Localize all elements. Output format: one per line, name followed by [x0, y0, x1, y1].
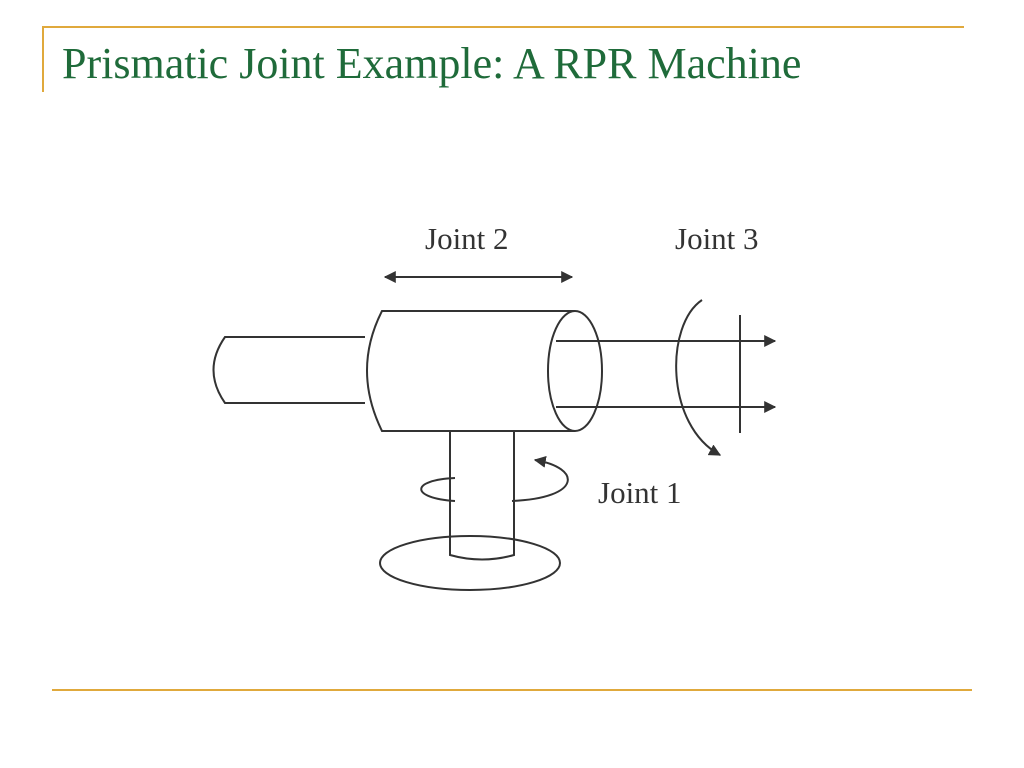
- base-disk: [379, 535, 561, 591]
- cylinder-front-face: [547, 310, 603, 432]
- title-accent-top-line: [42, 26, 964, 28]
- joint1-label: Joint 1: [598, 475, 682, 510]
- rpr-machine-diagram: Joint 2 Joint 3 Joint 1: [120, 150, 880, 660]
- slide-bottom-line: [52, 689, 972, 691]
- joint1-rotation-arrow: [420, 460, 569, 502]
- joint3-rotation-arrow: [675, 299, 722, 456]
- joint3-label: Joint 3: [675, 221, 759, 256]
- vertical-post: [449, 430, 515, 561]
- cylinder-housing: [366, 310, 575, 432]
- joint2-label: Joint 2: [425, 221, 509, 256]
- title-accent-vertical-line: [42, 26, 44, 92]
- rpr-machine-svg: Joint 2 Joint 3 Joint 1: [212, 221, 777, 591]
- left-shaft: [212, 336, 365, 404]
- right-shaft: [556, 340, 760, 408]
- slide-title: Prismatic Joint Example: A RPR Machine: [62, 39, 802, 88]
